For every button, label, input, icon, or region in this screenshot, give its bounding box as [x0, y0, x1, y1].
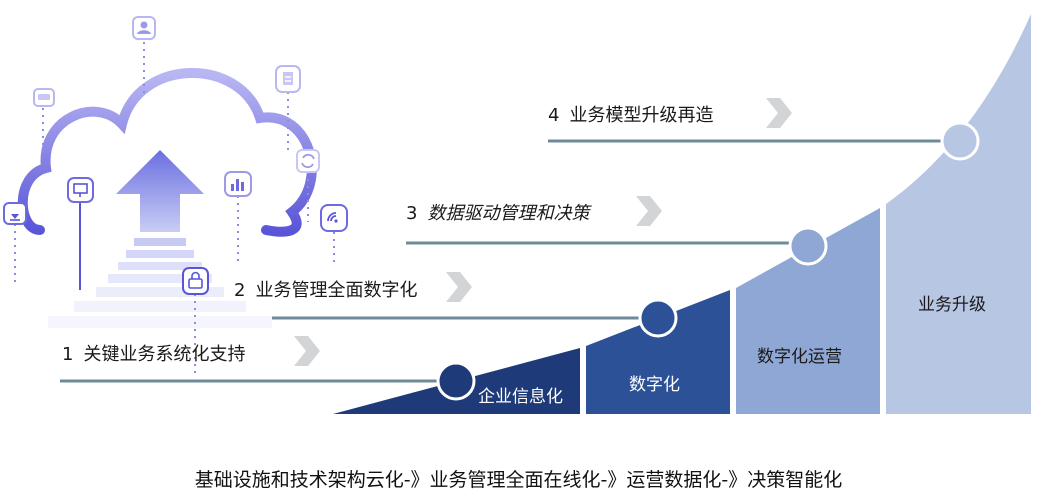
- level-label-2: 2 业务管理全面数字化: [234, 276, 417, 302]
- monitor-icon: [67, 177, 94, 203]
- level-number: 2: [234, 280, 246, 301]
- diagram-caption: 基础设施和技术架构云化-》业务管理全面在线化-》运营数据化-》决策智能化: [194, 469, 843, 491]
- stage-label-3: 数字化运营: [757, 347, 842, 367]
- stage-label-2: 数字化: [629, 375, 680, 395]
- level-marker: [436, 121, 980, 401]
- bar-chart-icon: [224, 171, 252, 197]
- level-text: 关键业务系统化支持: [83, 344, 246, 365]
- level-label-4: 4 业务模型升级再造: [548, 101, 713, 127]
- cloud-icon: [17, 68, 317, 237]
- stage-label-1: 企业信息化: [478, 387, 563, 407]
- document-icon: [275, 65, 301, 93]
- level-number: 1: [62, 344, 74, 365]
- download-icon: [3, 202, 27, 225]
- chevron-icon: [294, 98, 792, 366]
- arrow-up-icon: [48, 150, 272, 328]
- stage-bar-4: [886, 14, 1031, 414]
- level-text: 数据驱动管理和决策: [427, 203, 590, 224]
- wifi-icon: [320, 204, 348, 232]
- level-number: 3: [406, 203, 418, 224]
- level-text: 业务管理全面数字化: [255, 280, 418, 301]
- lock-icon: [182, 267, 209, 295]
- sync-icon: [296, 149, 320, 173]
- growth-staircase: [333, 14, 1031, 414]
- stage-bar-2: [586, 290, 730, 414]
- level-label-1: 1 关键业务系统化支持: [62, 340, 245, 366]
- level-label-3: 3 数据驱动管理和决策: [406, 199, 589, 225]
- user-icon: [132, 16, 156, 40]
- level-number: 4: [548, 105, 560, 126]
- chat-icon: [33, 88, 55, 107]
- stage-bar-3: [736, 208, 880, 414]
- connector-lines: [14, 42, 335, 378]
- stage-label-4: 业务升级: [918, 295, 986, 315]
- level-text: 业务模型升级再造: [569, 105, 714, 126]
